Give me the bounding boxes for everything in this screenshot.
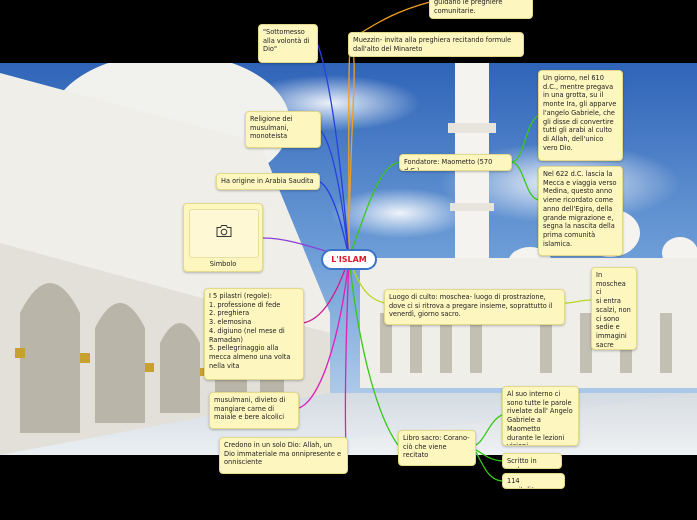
link-scritto: [475, 449, 503, 462]
link-interno: [475, 414, 503, 446]
symbol-label: Simbolo: [209, 260, 237, 268]
node-luogo[interactable]: Luogo di culto: moschea- luogo di prostr…: [384, 289, 565, 325]
node-origine[interactable]: Ha origine in Arabia Saudita: [216, 173, 320, 190]
node-muezzin[interactable]: Muezzin- invita alla preghiera recitando…: [348, 32, 524, 57]
link-sottomesso: [317, 44, 350, 259]
image-placeholder[interactable]: [189, 209, 259, 258]
camera-icon: [216, 225, 232, 237]
link-giorno610: [511, 114, 541, 163]
node-sottomesso[interactable]: "Sottomesso alla volontà di Dio": [258, 24, 318, 63]
node-pilastri[interactable]: I 5 pilastri (regole): 1. professione di…: [204, 288, 304, 380]
node-guidano[interactable]: guidano le preghiere comunitarie.: [429, 0, 533, 19]
node-fondatore[interactable]: Fondatore: Maometto (570 d.C.).: [399, 154, 512, 171]
link-musulmani: [298, 257, 350, 409]
node-moschea[interactable]: In moschea ci si entra scalzi, non ci so…: [591, 267, 637, 350]
link-credono: [344, 257, 350, 451]
link-nel622: [511, 161, 541, 201]
link-libro: [348, 257, 399, 446]
central-topic[interactable]: L'ISLAM: [321, 249, 377, 270]
node-libro[interactable]: Libro sacro: Corano- ciò che viene recit…: [398, 430, 476, 466]
node-scritto[interactable]: Scritto in arabo: [502, 453, 562, 469]
link-religione: [319, 129, 350, 259]
link-moschea: [564, 299, 593, 304]
node-religione[interactable]: Religione dei musulmani, monoteista: [245, 111, 321, 148]
link-muezzin: [348, 44, 351, 259]
node-credono[interactable]: Credono in un solo Dio: Allah, un Dio im…: [219, 437, 348, 474]
link-capitoli: [475, 451, 503, 482]
link-origine: [317, 180, 350, 259]
node-giorno610[interactable]: Un giorno, nel 610 d.C., mentre pregava …: [538, 70, 623, 161]
link-fondatore: [348, 161, 401, 259]
symbol-node[interactable]: Simbolo: [183, 203, 263, 272]
node-interno[interactable]: Al suo interno ci sono tutte le parole r…: [502, 386, 579, 446]
node-capitoli[interactable]: 114 capitoli/sure: [502, 473, 565, 489]
node-nel622[interactable]: Nel 622 d.C. lascia la Mecca e viaggia v…: [538, 166, 623, 256]
node-musulmani[interactable]: musulmani, divieto di mangiare carne di …: [209, 392, 299, 429]
